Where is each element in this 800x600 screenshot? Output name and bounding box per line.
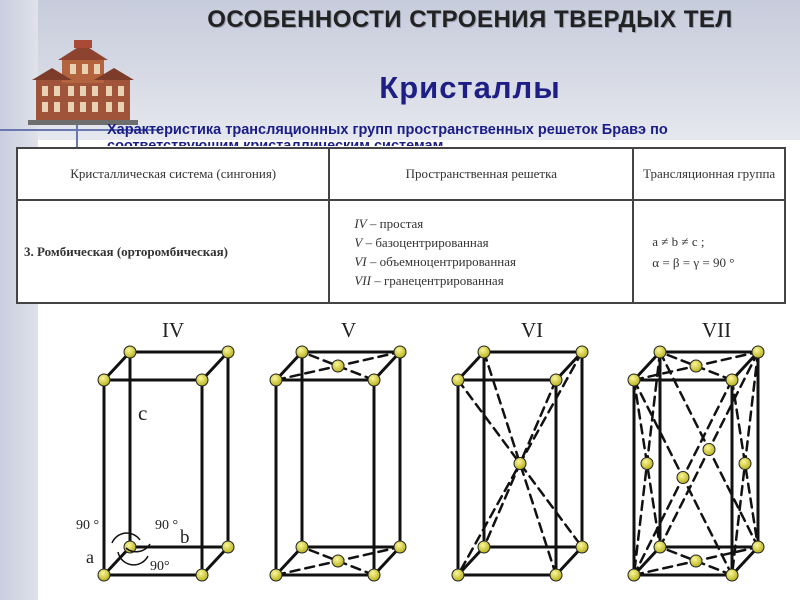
lattice-num: V — [354, 234, 363, 250]
table-row: 3. Ромбическая (орторомбическая) IV – пр… — [15, 199, 786, 304]
axis-label-a: a — [86, 547, 94, 567]
lattice-name: – базоцентрированная — [365, 234, 489, 250]
lattice-num: VII — [354, 272, 371, 288]
atom — [123, 540, 137, 554]
column-header-group: Трансляционная группа — [632, 147, 786, 201]
atom — [725, 568, 739, 582]
bravais-lattice-diagram: c b a 90 ° 90 ° 90° — [76, 345, 765, 582]
group-condition: α = β = γ = 90 ° — [652, 254, 735, 270]
lattice-name: – простая — [369, 215, 424, 231]
lattice-label-iv: IV — [162, 318, 185, 342]
atom — [549, 373, 563, 387]
atom — [640, 457, 654, 470]
angle-label: 90 ° — [155, 518, 178, 533]
atom — [269, 373, 283, 387]
atom — [331, 359, 345, 373]
atom — [575, 345, 589, 359]
group-cell: a ≠ b ≠ c ; α = β = γ = 90 ° — [632, 199, 786, 304]
atom — [725, 373, 739, 387]
lattice-num: IV — [354, 215, 367, 231]
atom — [295, 345, 309, 359]
lattice-diagonal — [482, 350, 558, 577]
lattice-name: – объемноцентрированная — [369, 253, 516, 269]
decorative-line — [76, 112, 78, 148]
atom — [295, 540, 309, 554]
system-cell: 3. Ромбическая (орторомбическая) — [15, 199, 331, 304]
lattice-label-vii: VII — [702, 318, 732, 342]
lattice-name: – гранецентрированная — [374, 272, 504, 288]
atom — [477, 345, 491, 359]
atom — [689, 554, 703, 568]
atom — [451, 373, 465, 387]
atom — [627, 373, 641, 387]
lattice-label-vi: VI — [521, 318, 544, 342]
atom — [97, 568, 111, 582]
atom — [97, 373, 111, 387]
atom — [195, 568, 209, 582]
page-title: ОСОБЕННОСТИ СТРОЕНИЯ ТВЕРДЫХ ТЕЛ — [207, 6, 733, 33]
atom — [331, 554, 345, 568]
atom — [549, 568, 563, 582]
column-header-system: Кристаллическая система (сингония) — [15, 147, 331, 201]
atom — [653, 345, 667, 359]
crystal-system-table: Кристаллическая система (сингония) Прост… — [15, 147, 786, 304]
header-background — [0, 0, 800, 140]
atom — [676, 471, 690, 484]
atom — [575, 540, 589, 554]
lattice-item: VI – объемноцентрированная — [354, 252, 624, 271]
lattice-cell: IV – простая V – базоцентрированная VI –… — [328, 199, 635, 304]
angle-arc — [111, 532, 141, 544]
building-logo-icon — [28, 40, 138, 125]
atom — [451, 568, 465, 582]
atom — [269, 568, 283, 582]
lattice-item: V – базоцентрированная — [354, 233, 624, 252]
atom — [393, 345, 407, 359]
axis-label-b: b — [180, 527, 190, 548]
column-header-lattice: Пространственная решетка — [328, 147, 635, 201]
atom — [393, 540, 407, 554]
atom — [689, 359, 703, 373]
atom — [195, 373, 209, 387]
decorative-line — [0, 129, 160, 131]
atom — [653, 540, 667, 554]
atom — [221, 540, 235, 554]
atom — [751, 540, 765, 554]
atom — [702, 443, 716, 456]
atom — [367, 568, 381, 582]
axis-label-c: c — [138, 401, 147, 425]
lattice-item: VII – гранецентрированная — [354, 271, 624, 290]
atom — [123, 345, 137, 359]
table-header-row: Кристаллическая система (сингония) Прост… — [15, 147, 786, 201]
table-caption: Характеристика трансляционных групп прос… — [107, 122, 668, 146]
atom — [751, 345, 765, 359]
lattice-label-v: V — [341, 318, 357, 342]
atom — [367, 373, 381, 387]
lattice-item: IV – простая — [354, 214, 624, 233]
atom — [477, 540, 491, 554]
page-subtitle: Кристаллы — [379, 70, 561, 105]
angle-label: 90° — [150, 559, 170, 574]
group-condition: a ≠ b ≠ c ; — [652, 233, 705, 249]
angle-arc — [125, 543, 151, 553]
angle-arc — [117, 551, 149, 566]
atom — [627, 568, 641, 582]
atom — [513, 457, 527, 470]
atom — [221, 345, 235, 359]
atom — [738, 457, 752, 470]
angle-label: 90 ° — [76, 518, 99, 533]
lattice-num: VI — [354, 253, 367, 269]
